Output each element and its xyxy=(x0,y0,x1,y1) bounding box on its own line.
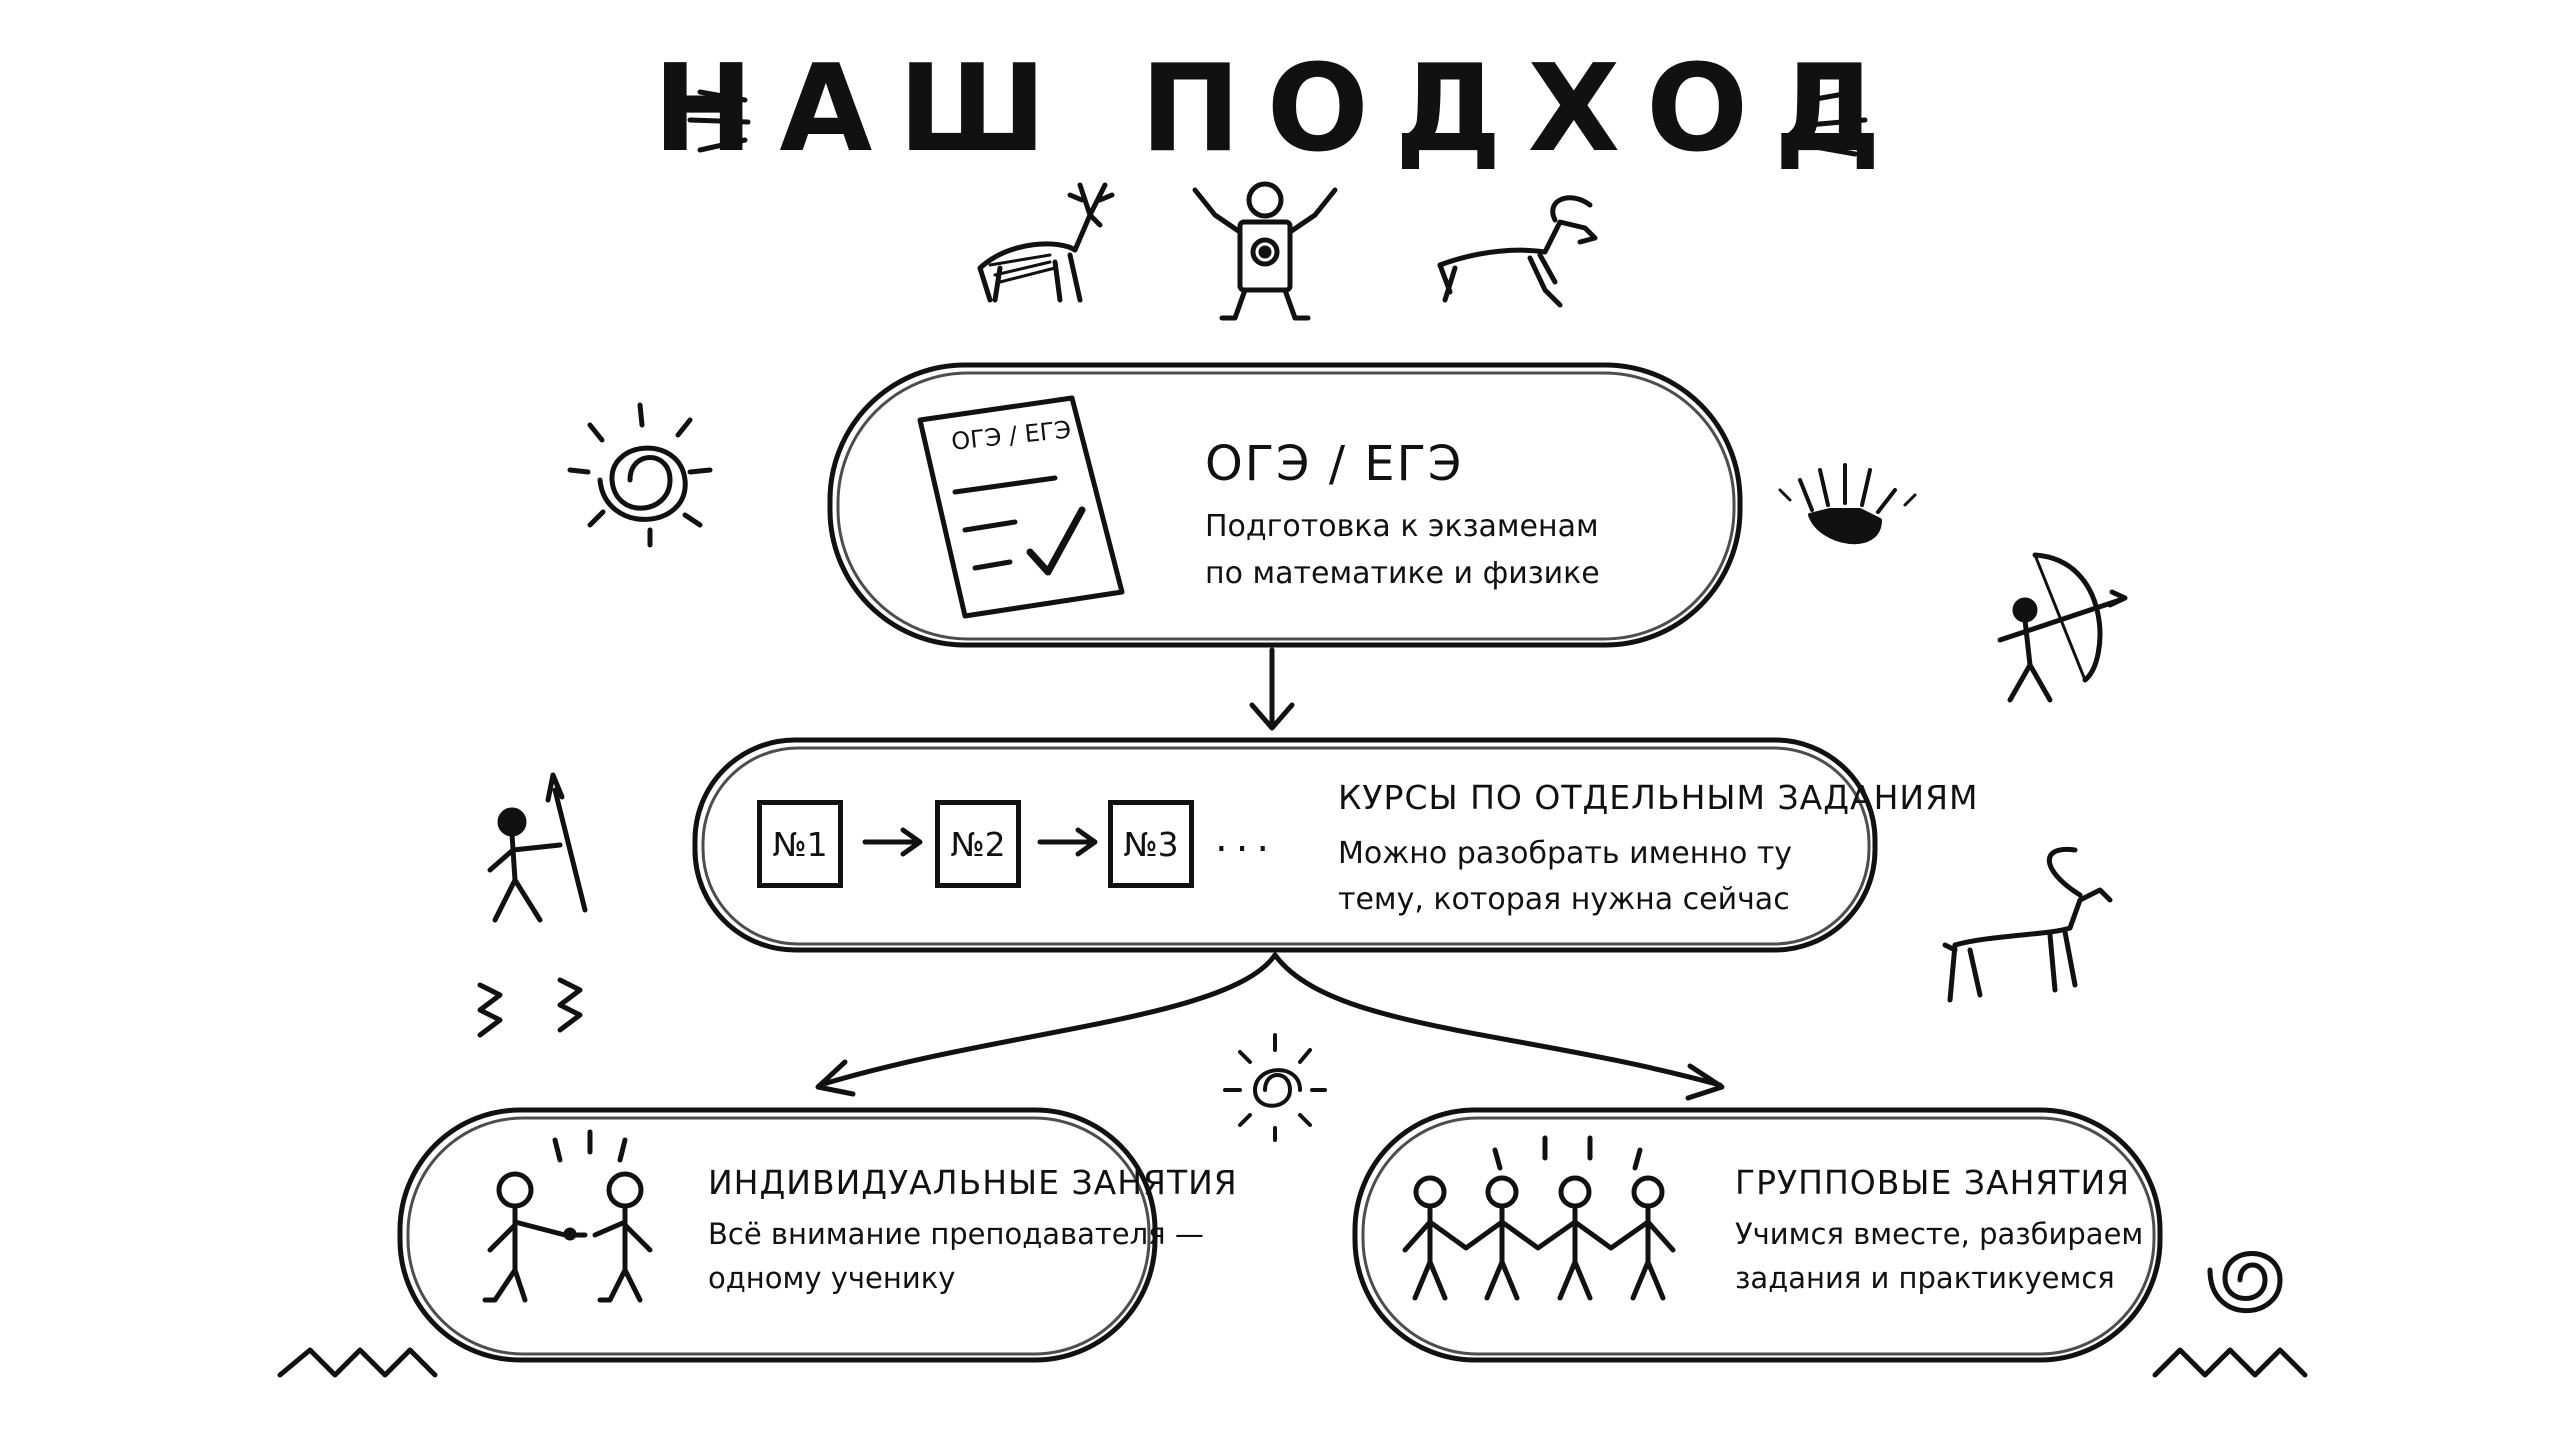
exam-box xyxy=(827,362,1743,648)
handshake-icon xyxy=(482,1129,653,1303)
deer-icon xyxy=(977,182,1115,303)
shaman-icon xyxy=(1192,181,1338,321)
task-tile-3: №3 xyxy=(1108,800,1194,888)
individual-box xyxy=(397,1107,1158,1363)
sun-icon xyxy=(567,402,713,548)
spiral-icon xyxy=(2207,1251,2283,1314)
arrow-left-branch xyxy=(815,952,1278,1097)
exam-heading: ОГЭ / ЕГЭ xyxy=(1205,436,1464,492)
ibex-icon xyxy=(1942,846,2113,1003)
exam-description-line2: по математике и физике xyxy=(1205,556,1600,591)
exam-description-line1: Подготовка к экзаменам xyxy=(1205,509,1599,544)
page-title: НАШ ПОДХОД xyxy=(652,40,1908,179)
group-description-line1: Учимся вместе, разбираем xyxy=(1735,1217,2144,1251)
task-tile-2: №2 xyxy=(935,800,1021,888)
tiles-ellipsis: ... xyxy=(1215,815,1278,861)
title-dashes-left xyxy=(687,89,751,153)
task-tile-1: №1 xyxy=(757,800,843,888)
sun-icon-small xyxy=(1223,1033,1327,1142)
handprint-icon xyxy=(1778,463,1917,545)
courses-description-line1: Можно разобрать именно ту xyxy=(1338,836,1793,871)
goat-icon xyxy=(1437,195,1598,308)
individual-description-line1: Всё внимание преподавателя — xyxy=(708,1217,1204,1251)
zigzag-icon xyxy=(477,977,583,1038)
arrow-down xyxy=(1249,647,1295,731)
group-box xyxy=(1352,1107,2163,1363)
archer-icon xyxy=(1997,552,2128,703)
group-of-people-icon xyxy=(1402,1135,1676,1301)
group-heading: ГРУППОВЫЕ ЗАНЯТИЯ xyxy=(1735,1163,2131,1202)
courses-description-line2: тему, которая нужна сейчас xyxy=(1338,882,1790,917)
courses-box xyxy=(692,737,1878,953)
individual-description-line2: одному ученику xyxy=(708,1261,956,1295)
spear-hunter-icon xyxy=(487,772,588,923)
courses-heading: КУРСЫ ПО ОТДЕЛЬНЫМ ЗАДАНИЯМ xyxy=(1338,778,1979,817)
tile-arrows xyxy=(862,827,1098,857)
document-icon xyxy=(917,395,1125,619)
arrow-right-branch xyxy=(1272,952,1725,1101)
title-dashes-right xyxy=(1805,89,1868,157)
group-description-line2: задания и практикуемся xyxy=(1735,1261,2115,1295)
zigzag-border-left xyxy=(277,1347,438,1378)
zigzag-border-right xyxy=(2152,1347,2308,1378)
individual-heading: ИНДИВИДУАЛЬНЫЕ ЗАНЯТИЯ xyxy=(708,1163,1238,1202)
